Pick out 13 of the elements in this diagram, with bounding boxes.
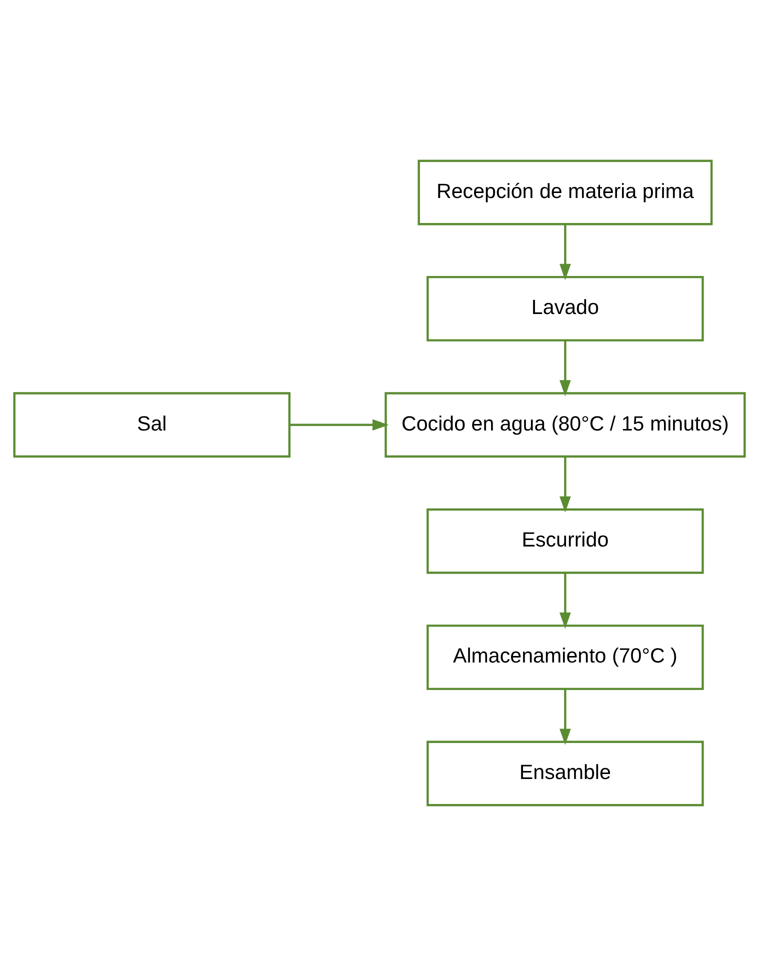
arrow [290, 418, 389, 430]
node-box: Cocido en agua (80°C / 15 minutos) [384, 392, 746, 458]
node-box: Escurrido [426, 508, 704, 574]
arrow [560, 340, 571, 396]
node-box: Sal [13, 392, 291, 458]
node-box: Ensamble [426, 740, 704, 806]
node-box: Recepción de materia prima [418, 159, 713, 225]
arrow [560, 572, 571, 628]
arrow [560, 688, 571, 744]
node-box: Lavado [426, 275, 704, 341]
node-box: Almacenamiento (70°C ) [426, 624, 704, 690]
arrow [560, 456, 571, 512]
arrow [560, 224, 571, 280]
